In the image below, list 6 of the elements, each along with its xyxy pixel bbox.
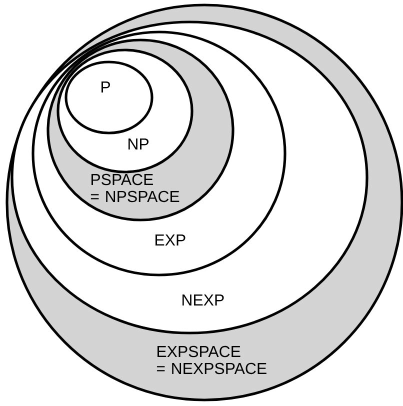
class-label: PSPACE = NPSPACE [90,174,180,202]
class-label: EXPSPACE = NEXPSPACE [156,346,266,374]
class-label: EXP [156,234,186,246]
class-label: NP [128,138,148,150]
class-label: NEXP [182,294,224,306]
class-label: P [102,82,110,92]
